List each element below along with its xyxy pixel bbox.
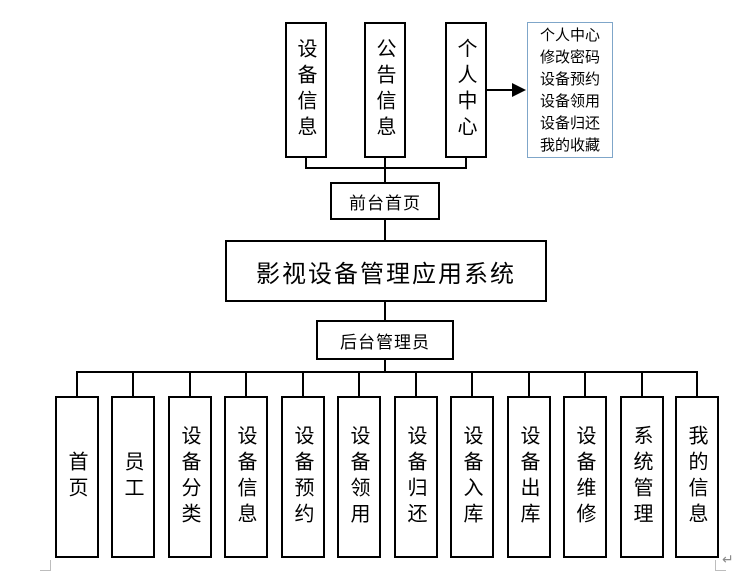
connector bbox=[384, 158, 386, 168]
backend-admin-node: 后台管理员 bbox=[316, 320, 454, 360]
backend-module-label: 设备分类 bbox=[178, 425, 202, 529]
frontend-module-label: 设备信息 bbox=[294, 38, 318, 142]
personal-center-arrow-line bbox=[487, 89, 515, 91]
personal-center-item: 设备归还 bbox=[539, 114, 600, 132]
connector bbox=[471, 371, 473, 396]
frontend-module-label: 个人中心 bbox=[454, 38, 478, 142]
personal-center-item: 设备预约 bbox=[539, 70, 600, 88]
backend-module-my-info: 我的信息 bbox=[675, 396, 719, 558]
frontend-module-label: 公告信息 bbox=[373, 38, 397, 142]
paragraph-return-icon: ↵ bbox=[722, 552, 734, 568]
connector bbox=[132, 371, 134, 396]
backend-module-device-reservation: 设备预约 bbox=[281, 396, 325, 558]
system-title: 影视设备管理应用系统 bbox=[256, 259, 516, 288]
backend-module-label: 我的信息 bbox=[685, 425, 709, 529]
personal-center-item: 设备领用 bbox=[539, 92, 600, 110]
backend-admin-label: 后台管理员 bbox=[340, 332, 430, 353]
backend-module-label: 设备领用 bbox=[347, 425, 371, 529]
connector bbox=[245, 371, 247, 396]
page-corner-mark bbox=[715, 560, 726, 571]
backend-module-device-stock-out: 设备出库 bbox=[507, 396, 551, 558]
backend-module-label: 系统管理 bbox=[630, 425, 654, 529]
personal-center-item: 个人中心 bbox=[539, 26, 600, 44]
backend-module-label: 设备维修 bbox=[573, 425, 597, 529]
connector bbox=[305, 158, 307, 168]
backend-module-label: 设备信息 bbox=[234, 425, 258, 529]
frontend-home-node: 前台首页 bbox=[330, 182, 440, 220]
connector bbox=[384, 167, 386, 183]
backend-module-device-checkout: 设备领用 bbox=[337, 396, 381, 558]
connector bbox=[696, 371, 698, 396]
personal-center-item-list: 个人中心 修改密码 设备预约 设备领用 设备归还 我的收藏 bbox=[527, 22, 613, 158]
connector-bus bbox=[76, 371, 698, 373]
personal-center-item: 修改密码 bbox=[539, 48, 600, 66]
backend-module-label: 设备出库 bbox=[517, 425, 541, 529]
page-corner-mark bbox=[40, 560, 51, 571]
connector bbox=[76, 371, 78, 396]
backend-module-device-category: 设备分类 bbox=[168, 396, 212, 558]
backend-module-label: 首页 bbox=[65, 451, 89, 503]
backend-module-label: 设备预约 bbox=[291, 425, 315, 529]
frontend-home-label: 前台首页 bbox=[349, 193, 421, 214]
backend-module-label: 设备归还 bbox=[404, 425, 428, 529]
backend-module-label: 设备入库 bbox=[460, 425, 484, 529]
connector bbox=[305, 167, 467, 169]
backend-module-device-stock-in: 设备入库 bbox=[450, 396, 494, 558]
backend-module-device-info: 设备信息 bbox=[224, 396, 268, 558]
frontend-module-device-info: 设备信息 bbox=[285, 22, 327, 158]
connector bbox=[641, 371, 643, 396]
connector bbox=[584, 371, 586, 396]
connector bbox=[302, 371, 304, 396]
personal-center-item: 我的收藏 bbox=[539, 136, 600, 154]
backend-module-staff: 员工 bbox=[111, 396, 155, 558]
connector bbox=[415, 371, 417, 396]
connector bbox=[528, 371, 530, 396]
backend-module-label: 员工 bbox=[121, 451, 145, 503]
connector bbox=[358, 371, 360, 396]
system-title-node: 影视设备管理应用系统 bbox=[225, 240, 547, 302]
frontend-module-personal-center: 个人中心 bbox=[445, 22, 487, 158]
backend-module-device-repair: 设备维修 bbox=[563, 396, 607, 558]
connector bbox=[465, 158, 467, 168]
backend-module-system-management: 系统管理 bbox=[620, 396, 664, 558]
connector bbox=[384, 220, 386, 240]
connector bbox=[384, 302, 386, 320]
frontend-module-notice: 公告信息 bbox=[364, 22, 406, 158]
connector bbox=[189, 371, 191, 396]
arrow-head-icon bbox=[512, 83, 526, 97]
backend-module-home: 首页 bbox=[55, 396, 99, 558]
connector bbox=[384, 360, 386, 372]
backend-module-device-return: 设备归还 bbox=[394, 396, 438, 558]
